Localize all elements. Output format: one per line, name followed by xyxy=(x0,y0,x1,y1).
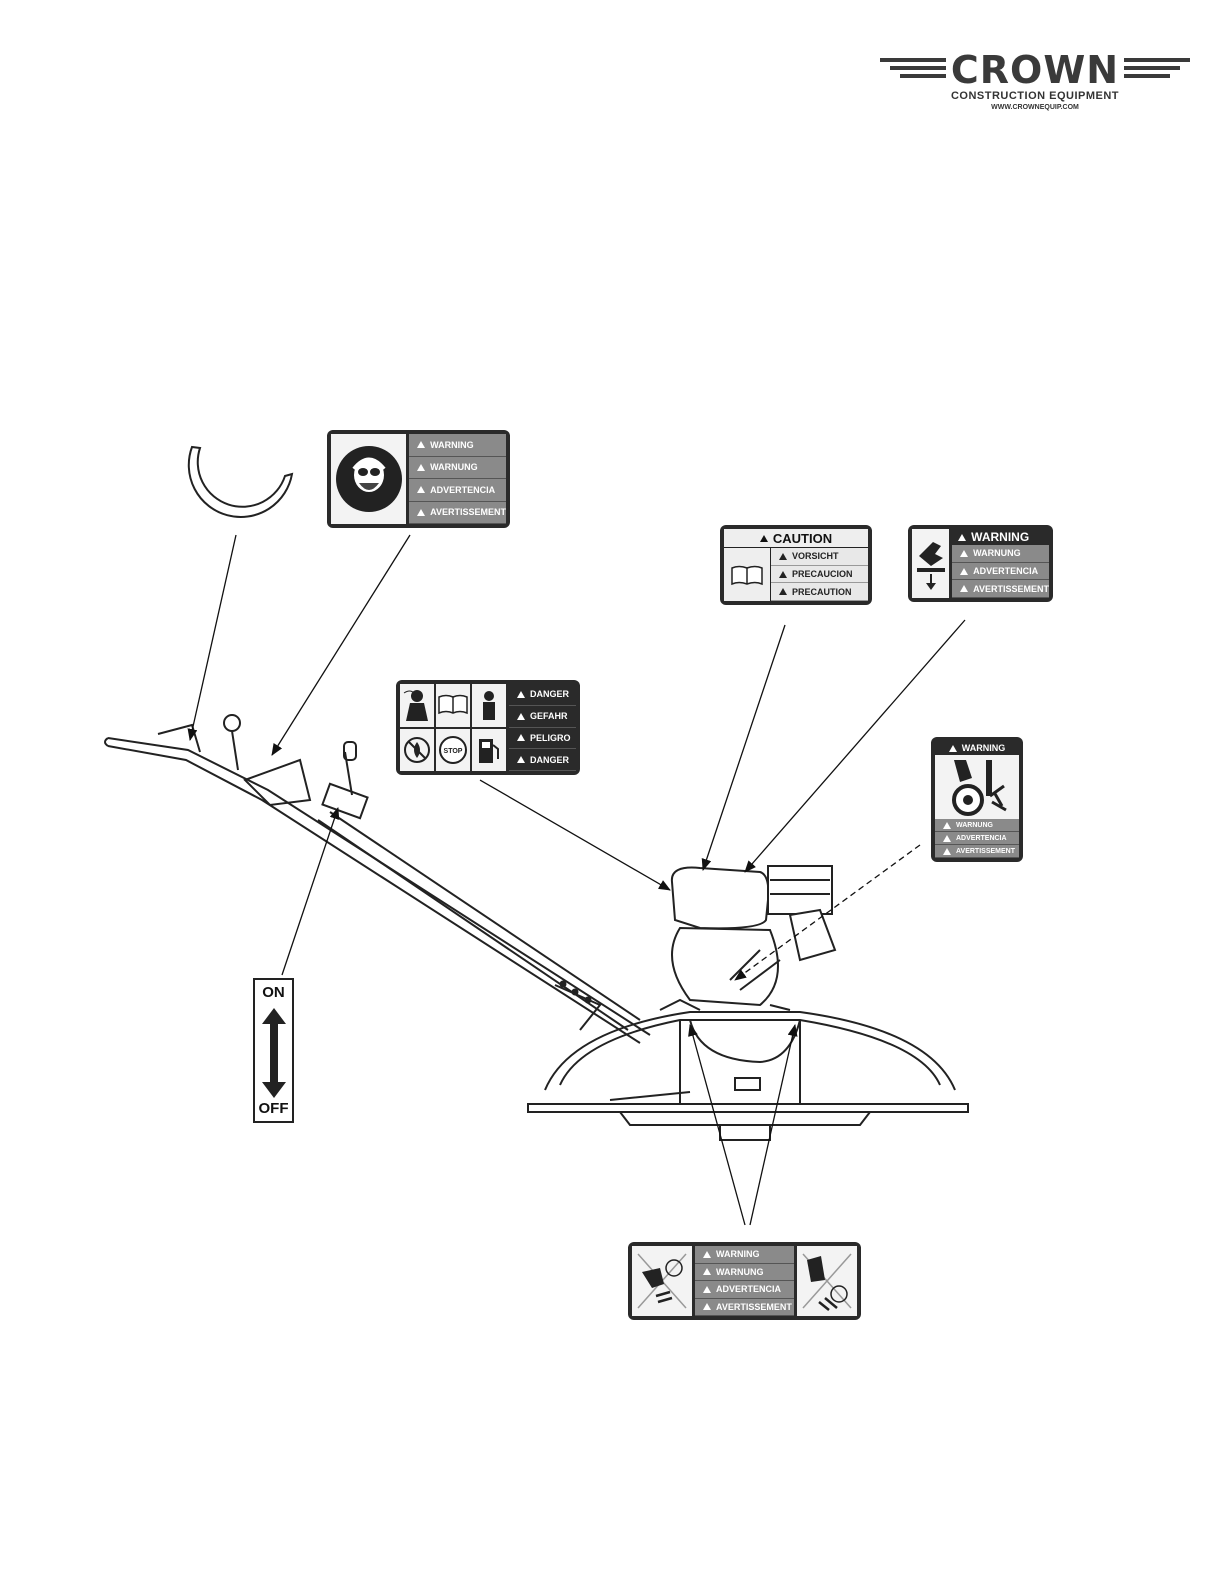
respirator-mask-icon xyxy=(335,445,403,513)
up-down-arrow-icon xyxy=(261,1008,287,1098)
retaining-clip-icon xyxy=(189,447,292,517)
decal-label: AVERTISSEMENT xyxy=(952,580,1049,598)
open-book-icon xyxy=(730,564,764,586)
on-label: ON xyxy=(255,984,292,1001)
hand-blade-icon xyxy=(799,1250,855,1312)
engine-assembly xyxy=(672,866,835,1005)
decal-label: WARNING xyxy=(409,434,506,457)
belt-entanglement-decal: WARNING WARNUNG ADVERTENCIA AVERTISSEMEN… xyxy=(931,737,1023,862)
decal-label: ADVERTENCIA xyxy=(695,1281,794,1299)
hand-crush-warning-decal: WARNING WARNUNG ADVERTENCIA AVERTISSEMEN… xyxy=(908,525,1053,602)
respirator-warning-decal: WARNING WARNUNG ADVERTENCIA AVERTISSEMEN… xyxy=(327,430,510,528)
fuel-pump-icon xyxy=(476,735,502,765)
decal-label: PRECAUTION xyxy=(771,583,868,601)
stop-engine-icon: STOP xyxy=(438,735,468,765)
hand-crush-icon xyxy=(913,536,949,592)
decal-label: ADVERTENCIA xyxy=(935,832,1019,845)
decal-label: GEFAHR xyxy=(509,706,576,728)
operator-fumes-icon xyxy=(402,687,432,723)
decal-label: DANGER xyxy=(509,684,576,706)
decal-label: ADVERTENCIA xyxy=(952,563,1049,581)
decal-header: WARNING xyxy=(962,743,1006,753)
guard-ring xyxy=(528,1000,968,1140)
decal-header: CAUTION xyxy=(773,531,832,546)
operator-fumes-icon xyxy=(474,688,504,722)
decal-label: WARNUNG xyxy=(409,457,506,480)
decal-label: ADVERTENCIA xyxy=(409,479,506,502)
decal-label: WARNUNG xyxy=(695,1264,794,1282)
decal-label: WARNING xyxy=(695,1246,794,1264)
open-book-icon xyxy=(438,694,468,716)
decal-label: AVERTISSEMENT xyxy=(695,1299,794,1317)
decal-label: VORSICHT xyxy=(771,548,868,566)
decal-label: PRECAUCION xyxy=(771,566,868,584)
belt-entanglement-icon xyxy=(942,756,1012,818)
on-off-switch-decal: ON OFF xyxy=(253,978,294,1123)
decal-label: PELIGRO xyxy=(509,728,576,750)
svg-text:STOP: STOP xyxy=(444,748,463,755)
decal-label: AVERTISSEMENT xyxy=(409,502,506,525)
blade-rotation-decal: WARNING WARNUNG ADVERTENCIA AVERTISSEMEN… xyxy=(628,1242,861,1320)
foot-blade-icon xyxy=(634,1250,690,1312)
decal-header: WARNING xyxy=(971,530,1029,544)
decal-label: AVERTISSEMENT xyxy=(935,845,1019,858)
off-label: OFF xyxy=(255,1100,292,1117)
caution-manual-decal: CAUTION VORSICHT PRECAUCION PRECAUTION xyxy=(720,525,872,605)
decal-label: WARNUNG xyxy=(952,545,1049,563)
decal-label: DANGER xyxy=(509,749,576,771)
decal-label: WARNUNG xyxy=(935,819,1019,832)
danger-fuel-decal: STOP DANGER GEFAHR PELIGRO DANGER xyxy=(396,680,580,775)
no-flame-icon xyxy=(403,736,431,764)
